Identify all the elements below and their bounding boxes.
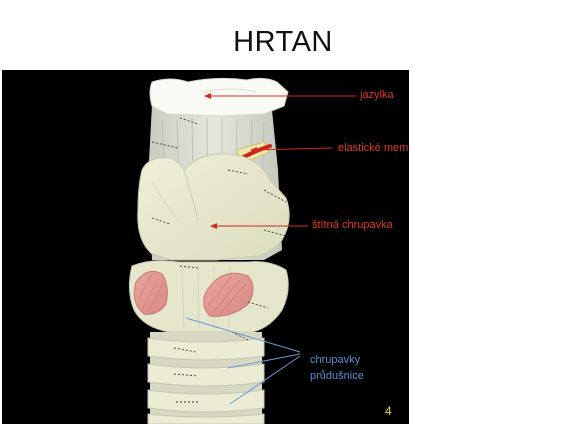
tracheal-ring-3 — [147, 389, 265, 413]
thyroid-cartilage — [137, 153, 290, 261]
label-tracheal-line-2: průdušnice — [310, 370, 364, 382]
red-pointers — [206, 95, 356, 227]
tracheal-ring-4 — [147, 413, 265, 424]
pointer-trachea-3 — [229, 355, 301, 405]
label-elastic-membranes: elastické membrány — [338, 142, 409, 154]
pointer-trachea-2 — [227, 353, 301, 369]
tracheal-ring-2 — [147, 363, 265, 387]
label-hyoid: jazylka — [360, 89, 394, 101]
pointer-membranes — [251, 147, 333, 151]
label-tracheal-line-1: chrupavky — [310, 354, 361, 366]
slide-title: HRTAN — [233, 26, 333, 58]
hyoid-bone — [149, 77, 289, 117]
tracheal-ring-1 — [147, 337, 265, 361]
blue-pointers — [185, 317, 301, 405]
larynx-figure: jazylka elastické membrány štítná chrupa… — [2, 70, 409, 424]
larynx-illustration — [128, 77, 356, 424]
page-number: 4 — [385, 404, 392, 418]
pointer-trachea-1 — [185, 317, 301, 353]
label-tracheal-cartilages: chrupavky průdušnice — [310, 352, 364, 384]
label-thyroid-cartilage: štítná chrupavka — [312, 219, 393, 231]
trachea — [147, 332, 265, 424]
cricothyroid-muscle-right — [203, 272, 254, 317]
